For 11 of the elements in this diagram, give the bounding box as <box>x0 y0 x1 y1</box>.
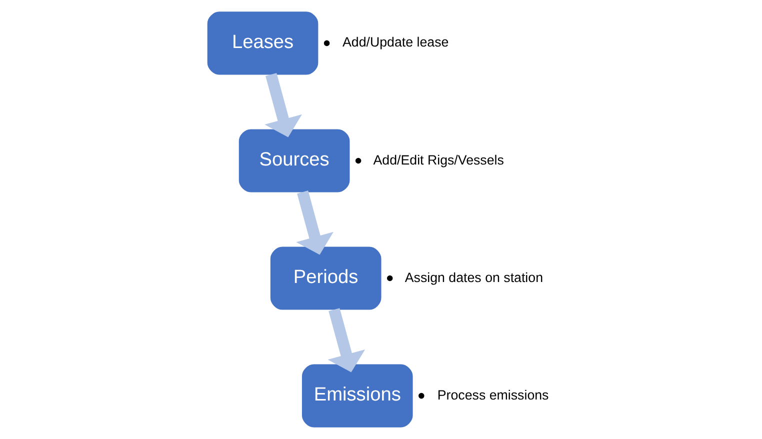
node-label: Process emissions <box>436 387 548 402</box>
node-label: Add/Update lease <box>342 34 448 50</box>
arrow <box>327 308 365 372</box>
node-label: Assign dates on station <box>404 270 543 285</box>
node-box: Emissions <box>301 364 412 428</box>
arrow <box>264 73 302 138</box>
node-label: Add/Edit Rigs/Vessels <box>372 152 504 168</box>
node-box: Leases <box>206 12 318 75</box>
arrow <box>296 190 334 255</box>
node-box: Sources <box>238 129 350 192</box>
node-box: Periods <box>270 246 381 310</box>
